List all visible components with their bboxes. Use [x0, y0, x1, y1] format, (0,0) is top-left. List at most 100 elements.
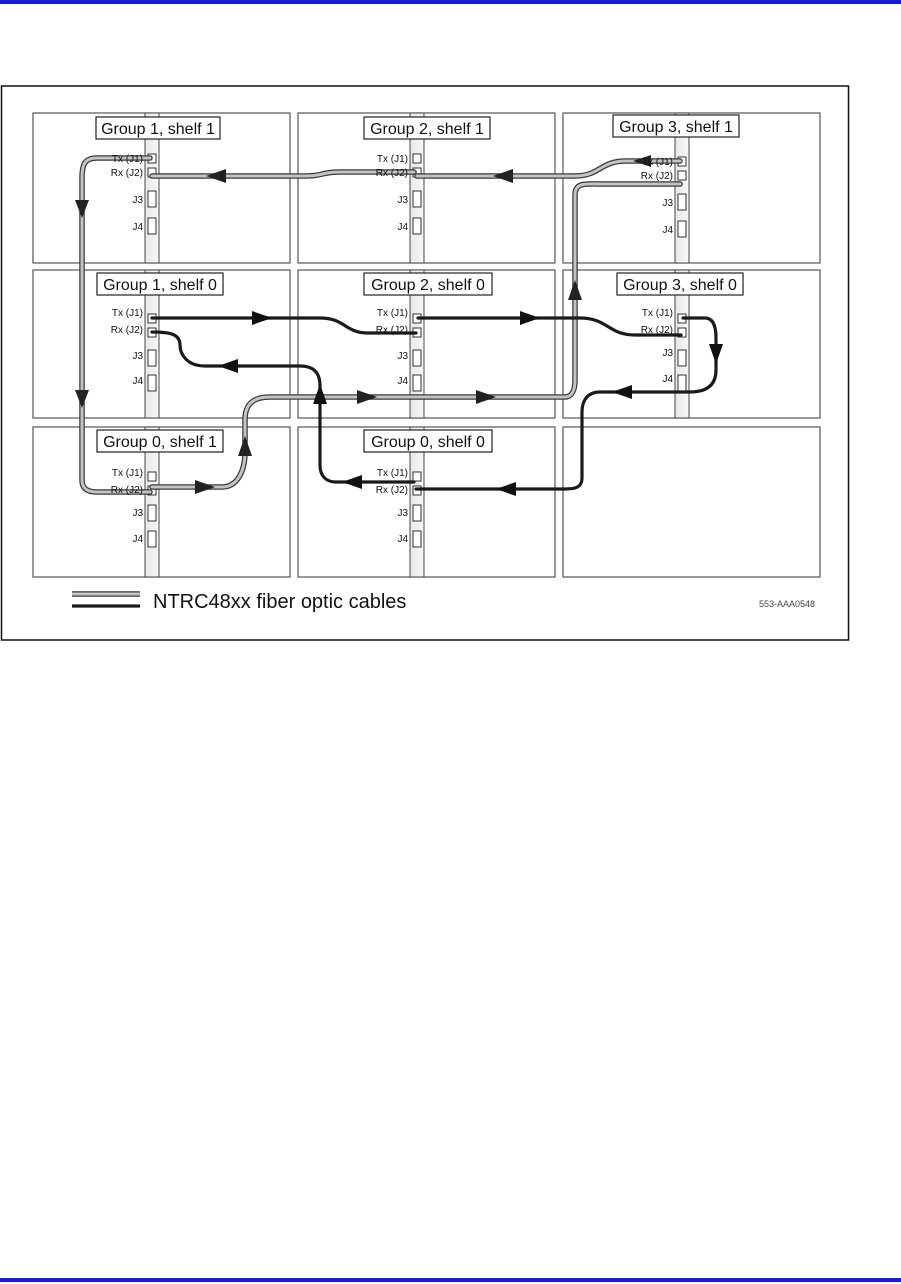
port-label-rx: Rx (J2): [376, 325, 408, 336]
shelf-label-g1s1: Group 1, shelf 1: [101, 121, 215, 138]
black-cable-arrows: [218, 311, 723, 496]
connector-j3: [412, 190, 422, 208]
port-label-j4: J4: [132, 376, 143, 387]
connector-rx: [677, 170, 687, 181]
label-box: [363, 272, 493, 296]
connector-j4: [412, 374, 422, 392]
arrow-right-icon: [476, 390, 496, 404]
shelf-label-g1s0: Group 1, shelf 0: [103, 277, 217, 294]
connector-j4: [412, 217, 422, 235]
connector-j4: [147, 374, 157, 392]
arrow-left-icon: [633, 155, 651, 167]
port-label-j3: J3: [662, 198, 673, 209]
connector-j3: [677, 349, 687, 367]
port-label-tx: Tx (J1): [377, 308, 408, 319]
arrow-up-icon: [313, 384, 327, 404]
label-box: [96, 429, 224, 453]
port-label-j4: J4: [397, 222, 408, 233]
connector-j3: [412, 349, 422, 367]
connector-tx: [412, 471, 422, 482]
arrow-left-icon: [493, 169, 513, 183]
port-label-j4: J4: [397, 534, 408, 545]
connector-tx: [412, 153, 422, 164]
shelf-label-g3s1: Group 3, shelf 1: [619, 119, 733, 136]
connector-j4: [412, 530, 422, 548]
connector-j4: [677, 220, 687, 238]
port-label-tx: Tx (J1): [642, 308, 673, 319]
connector-j4: [147, 530, 157, 548]
arrow-left-icon: [612, 385, 632, 399]
cable-g3s0-down-to-g2s0: [414, 316, 718, 491]
gray-cable-arrows: [75, 155, 651, 494]
port-label-rx: Rx (J2): [376, 485, 408, 496]
arrow-up-icon: [568, 280, 582, 300]
shelf-label-g2s0: Group 2, shelf 0: [371, 277, 485, 294]
connector-j3: [677, 193, 687, 211]
cable-g0s1-to-g3s1-fill: [150, 182, 682, 489]
port-label-j3: J3: [397, 195, 408, 206]
connector-tx: [147, 471, 157, 482]
arrow-right-icon: [195, 480, 215, 494]
connector-j3: [412, 504, 422, 522]
port-label-rx: Rx (J2): [641, 325, 673, 336]
shelf-label-g3s0: Group 3, shelf 0: [623, 277, 737, 294]
connector-j4: [677, 374, 687, 392]
port-labels: Tx (J1) Rx (J2) J3 J4 Tx (J1) Rx (J2) J3…: [111, 154, 674, 545]
arrow-right-icon: [252, 311, 272, 325]
cable-g3s1-to-g2s1-fill: [415, 159, 682, 178]
arrow-down-icon: [75, 200, 89, 218]
port-label-rx: Rx (J2): [111, 485, 143, 496]
arrow-left-icon: [496, 482, 516, 496]
arrow-right-icon: [520, 311, 540, 325]
page-bottom-rule: [0, 1278, 901, 1282]
label-box: [95, 116, 221, 140]
cable-g1s1-down-to-g0s1-fill: [80, 156, 152, 494]
port-label-tx: Tx (J1): [642, 157, 673, 168]
shelf-box: [562, 426, 821, 578]
arrow-left-icon: [218, 359, 238, 373]
port-label-tx: Tx (J1): [112, 308, 143, 319]
label-box: [96, 272, 224, 296]
arrow-left-icon: [342, 475, 362, 489]
cable-g2s0-to-g3s0: [416, 316, 683, 337]
port-label-j3: J3: [132, 508, 143, 519]
cable-g1s0-to-g2s0: [150, 316, 418, 335]
cable-g2s1-to-g1s1-fill: [150, 170, 416, 178]
connector-j3: [147, 349, 157, 367]
port-label-j4: J4: [662, 225, 673, 236]
legend: NTRC48xx fiber optic cables: [72, 591, 406, 613]
port-label-tx: Tx (J1): [377, 154, 408, 165]
connector-rx: [677, 327, 687, 338]
arrow-down-icon: [709, 344, 723, 364]
label-box: [363, 429, 493, 453]
port-label-j3: J3: [132, 195, 143, 206]
port-label-j4: J4: [397, 376, 408, 387]
port-label-tx: Tx (J1): [112, 154, 143, 165]
arrow-up-icon: [238, 436, 252, 456]
arrow-right-icon: [357, 390, 377, 404]
shelf-box: [562, 112, 821, 264]
shelf-label-g0s1: Group 0, shelf 1: [103, 434, 217, 451]
port-label-j4: J4: [132, 534, 143, 545]
label-box: [363, 116, 491, 140]
shelf-labels: Group 1, shelf 1 Group 2, shelf 1 Group …: [95, 114, 744, 453]
shelf-group-3-shelf-1: [562, 112, 821, 264]
shelf-label-g0s0: Group 0, shelf 0: [371, 434, 485, 451]
label-box: [612, 114, 740, 138]
arrow-down-icon: [75, 390, 89, 408]
port-label-j4: J4: [662, 374, 673, 385]
port-label-j3: J3: [397, 351, 408, 362]
shelf-empty: [562, 426, 821, 578]
port-label-rx: Rx (J2): [111, 325, 143, 336]
connector-j4: [147, 217, 157, 235]
port-label-tx: Tx (J1): [377, 468, 408, 479]
connector-j3: [147, 504, 157, 522]
port-label-j3: J3: [397, 508, 408, 519]
port-label-j3: J3: [662, 348, 673, 359]
figure-reference-number: 553-AAA0548: [759, 599, 815, 609]
label-box: [616, 272, 744, 296]
page-top-rule: [0, 0, 901, 4]
shelf-label-g2s1: Group 2, shelf 1: [370, 121, 484, 138]
gray-fiber-cables: [79, 155, 683, 495]
